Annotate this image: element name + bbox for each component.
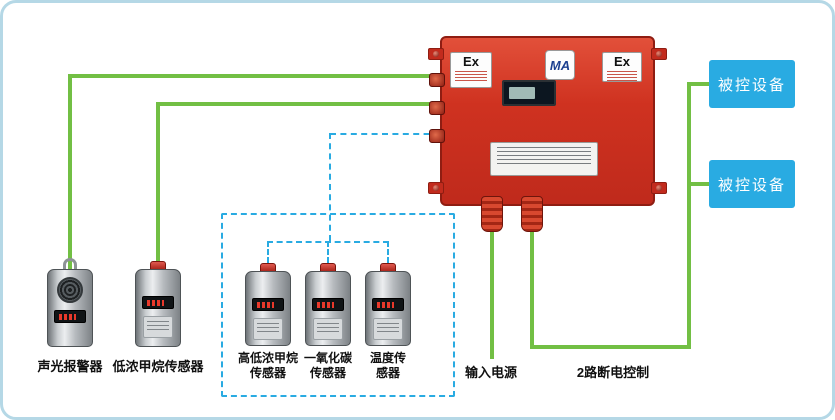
high-low-methane-label: 高低浓甲烷 传感器 bbox=[228, 351, 308, 381]
wire-power-cut-horizontal bbox=[530, 345, 691, 349]
ma-mark: MA bbox=[549, 57, 571, 73]
sensor-display bbox=[142, 296, 174, 309]
label-line-2: 感器 bbox=[375, 366, 400, 380]
wire-power-input bbox=[490, 229, 494, 359]
label-line-2: 传感器 bbox=[249, 366, 286, 380]
label-line-1: 一氧化碳 bbox=[303, 351, 352, 365]
hanging-hook bbox=[63, 258, 77, 269]
mounting-ear bbox=[651, 182, 667, 194]
optional-sensor-group-box bbox=[221, 213, 455, 397]
temperature-sensor-label: 温度传 感器 bbox=[348, 351, 428, 381]
sensor-plate bbox=[373, 318, 403, 340]
label-line-1: 温度传 bbox=[369, 351, 406, 365]
wire-power-cut-vertical bbox=[530, 229, 534, 349]
micro-text-lines bbox=[455, 71, 487, 82]
cable-gland-bottom-2 bbox=[521, 196, 543, 232]
controlled-device-box-2: 被控设备 bbox=[709, 160, 795, 208]
cable-gland-left-3 bbox=[429, 129, 445, 143]
co-sensor-label: 一氧化碳 传感器 bbox=[288, 351, 368, 381]
sensor-body bbox=[245, 271, 291, 346]
wire-devices-vertical bbox=[687, 82, 691, 349]
controlled-device-label: 被控设备 bbox=[717, 76, 786, 94]
cable-gland-bottom-1 bbox=[481, 196, 503, 232]
sensor-plate bbox=[143, 316, 173, 338]
label-line-1: 高低浓甲烷 bbox=[237, 351, 298, 365]
mounting-ear bbox=[428, 48, 444, 60]
wire-alarm-horizontal bbox=[68, 74, 440, 78]
temperature-sensor-device bbox=[365, 263, 411, 346]
cable-gland-left-1 bbox=[429, 73, 445, 87]
cable-gland-left-2 bbox=[429, 101, 445, 115]
label-line-2: 传感器 bbox=[309, 366, 346, 380]
ex-mark: Ex bbox=[614, 54, 630, 69]
ex-certification-plate-left: Ex bbox=[450, 52, 492, 88]
power-input-label: 输入电源 bbox=[464, 365, 517, 380]
wire-device2-stub bbox=[691, 182, 709, 186]
mounting-ear bbox=[651, 48, 667, 60]
dashed-wire-drop-3 bbox=[387, 241, 389, 271]
co-sensor-device bbox=[305, 263, 351, 346]
sensor-body bbox=[365, 271, 411, 346]
low-methane-sensor-device bbox=[135, 261, 181, 347]
alarm-body bbox=[47, 269, 93, 347]
ma-certification-mark: MA bbox=[545, 50, 575, 80]
speaker-grille bbox=[57, 277, 83, 303]
wire-methane-horizontal bbox=[156, 102, 440, 106]
display-window bbox=[502, 80, 556, 106]
sensor-plate bbox=[313, 318, 343, 340]
power-cut-control-label: 2路断电控制 bbox=[576, 365, 650, 380]
micro-text-lines bbox=[607, 71, 637, 82]
dashed-wire-drop-2 bbox=[327, 241, 329, 271]
alarm-label: 声光报警器 bbox=[37, 359, 103, 374]
sound-light-alarm-device bbox=[47, 258, 93, 347]
wire-alarm-vertical bbox=[68, 74, 72, 270]
low-methane-label: 低浓甲烷传感器 bbox=[112, 359, 204, 374]
sensor-plate bbox=[253, 318, 283, 340]
nameplate bbox=[490, 142, 598, 176]
dashed-wire-drop-1 bbox=[267, 241, 269, 271]
controlled-device-label: 被控设备 bbox=[717, 176, 786, 194]
dashed-wire-horizontal-top bbox=[330, 133, 440, 135]
ex-mark: Ex bbox=[463, 54, 479, 69]
micro-text-lines bbox=[497, 147, 591, 167]
sensor-body bbox=[305, 271, 351, 346]
mounting-ear bbox=[428, 182, 444, 194]
sensor-body bbox=[135, 269, 181, 347]
dashed-wire-vertical-main bbox=[329, 133, 331, 241]
sensor-display bbox=[252, 298, 284, 311]
control-box: Ex MA Ex bbox=[428, 36, 667, 232]
high-low-methane-sensor-device bbox=[245, 263, 291, 346]
sensor-display bbox=[372, 298, 404, 311]
wire-device1-stub bbox=[691, 82, 709, 86]
sensor-display bbox=[312, 298, 344, 311]
alarm-display bbox=[54, 310, 86, 323]
controlled-device-box-1: 被控设备 bbox=[709, 60, 795, 108]
wire-methane-vertical bbox=[156, 102, 160, 270]
ex-certification-plate-right: Ex bbox=[602, 52, 642, 82]
